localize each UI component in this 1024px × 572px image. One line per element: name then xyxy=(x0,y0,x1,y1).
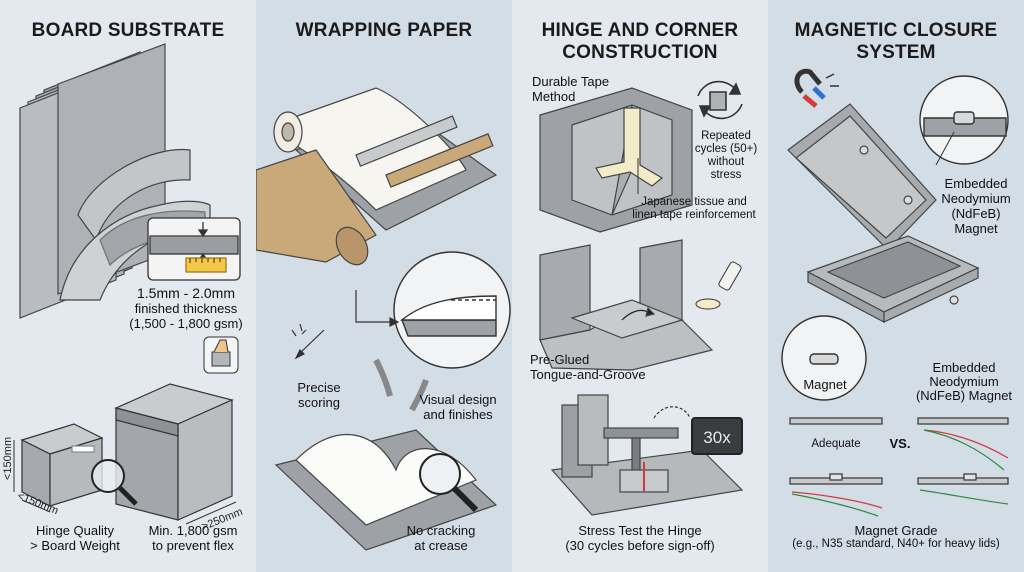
scoring-line1: Precise xyxy=(297,380,341,395)
magnet-closeup-top xyxy=(919,75,1009,165)
magnifying-glass-icon xyxy=(419,453,479,513)
embedded-line3: (NdFeB) xyxy=(951,206,1001,221)
panel-hinge-corner: HINGE AND CORNER CONSTRUCTION xyxy=(512,0,768,572)
grade-line1: Magnet Grade xyxy=(854,523,938,538)
embedded-line2: Neodymium xyxy=(941,191,1011,206)
pencil-icon xyxy=(291,323,325,360)
panel-title-line2: CONSTRUCTION xyxy=(562,42,718,63)
hinge-quality-line2: > Board Weight xyxy=(30,538,120,553)
grade-line2: (e.g., N35 standard, N40+ for heavy lids… xyxy=(792,538,1000,550)
horseshoe-magnet-icon xyxy=(794,68,839,108)
panel-magnetic-closure: MAGNETIC CLOSURE SYSTEM xyxy=(768,0,1024,572)
embedded-b-line2: Neodymium xyxy=(929,374,999,389)
stress-test-machine xyxy=(550,394,744,516)
magnet-closeup-bottom xyxy=(781,315,867,401)
panel-board-substrate: BOARD SUBSTRATE xyxy=(0,0,256,572)
tape-method-line1: Durable Tape xyxy=(532,74,610,89)
flow-arrows xyxy=(355,290,429,412)
panel-title-line2: SYSTEM xyxy=(856,42,936,63)
small-box xyxy=(20,423,104,507)
visual-line1: Visual design xyxy=(419,392,497,407)
magnet-label: Magnet xyxy=(803,377,847,392)
thickness-sub1: finished thickness xyxy=(134,301,238,316)
zoom-label: 30x xyxy=(703,428,731,447)
dimension-arrows xyxy=(13,440,237,525)
panel-title: WRAPPING PAPER xyxy=(295,20,473,41)
grade-comparison xyxy=(789,417,1009,517)
stress-line1: Stress Test the Hinge xyxy=(578,523,702,538)
zoom-display xyxy=(691,417,743,455)
embedded-line1: Embedded xyxy=(944,176,1008,191)
crease-magnifier xyxy=(393,251,511,369)
visual-line2: and finishes xyxy=(423,407,493,422)
paper-illustrations xyxy=(256,87,511,551)
board-illustrations xyxy=(13,43,241,525)
glue-bottle-icon xyxy=(695,261,742,310)
corner-box xyxy=(539,87,693,233)
hinge-illustrations: 30x xyxy=(539,80,744,516)
japanese-line2: linen tape reinforcement xyxy=(632,209,756,221)
thickness-sub2: (1,500 - 1,800 gsm) xyxy=(129,316,243,331)
thickness-magnifier xyxy=(147,217,241,281)
vs-label: VS. xyxy=(889,436,911,451)
cycles-line2: cycles (50+) xyxy=(694,143,758,155)
hinge-quality-line1: Hinge Quality xyxy=(35,523,115,538)
cycles-line1: Repeated xyxy=(701,130,751,142)
large-box xyxy=(114,383,234,521)
japanese-line1: Japanese tissue and xyxy=(641,196,747,208)
cycles-line4: stress xyxy=(710,169,742,181)
min-gsm-line2: to prevent flex xyxy=(152,538,234,553)
thickness-label: 1.5mm - 2.0mm xyxy=(136,285,235,301)
magnifying-glass-icon xyxy=(91,459,138,506)
embedded-line4: Magnet xyxy=(954,221,998,236)
panel-title: BOARD SUBSTRATE xyxy=(31,20,225,41)
crack-line2: at crease xyxy=(414,538,468,553)
min-gsm-line1: Min. 1,800 gsm xyxy=(148,523,238,538)
embedded-b-line1: Embedded xyxy=(932,360,996,375)
cycles-line3: without xyxy=(707,156,745,168)
glued-line1: Pre-Glued xyxy=(530,352,590,367)
panel-wrapping-paper: WRAPPING PAPER xyxy=(256,0,512,572)
embedded-b-line3: (NdFeB) Magnet xyxy=(915,388,1013,403)
hand-lift-icon xyxy=(203,336,239,374)
adequate-label: Adequate xyxy=(811,438,861,450)
glued-line2: Tongue-and-Groove xyxy=(530,367,646,382)
scoring-line2: scoring xyxy=(298,395,340,410)
magnetic-box xyxy=(787,103,980,323)
board-sheets xyxy=(19,43,211,319)
stress-line2: (30 cycles before sign-off) xyxy=(565,538,715,553)
crack-line1: No cracking xyxy=(406,523,476,538)
tape-method-line2: Method xyxy=(532,89,576,104)
magnet-illustrations xyxy=(781,68,1009,517)
panel-title-line1: MAGNETIC CLOSURE xyxy=(794,20,998,41)
panel-title-line1: HINGE AND CORNER xyxy=(541,20,739,41)
paper-rolls xyxy=(256,87,498,266)
tongue-groove xyxy=(539,239,714,371)
dim-height: <150mm xyxy=(2,436,14,480)
rotation-cycle-icon xyxy=(697,80,743,120)
